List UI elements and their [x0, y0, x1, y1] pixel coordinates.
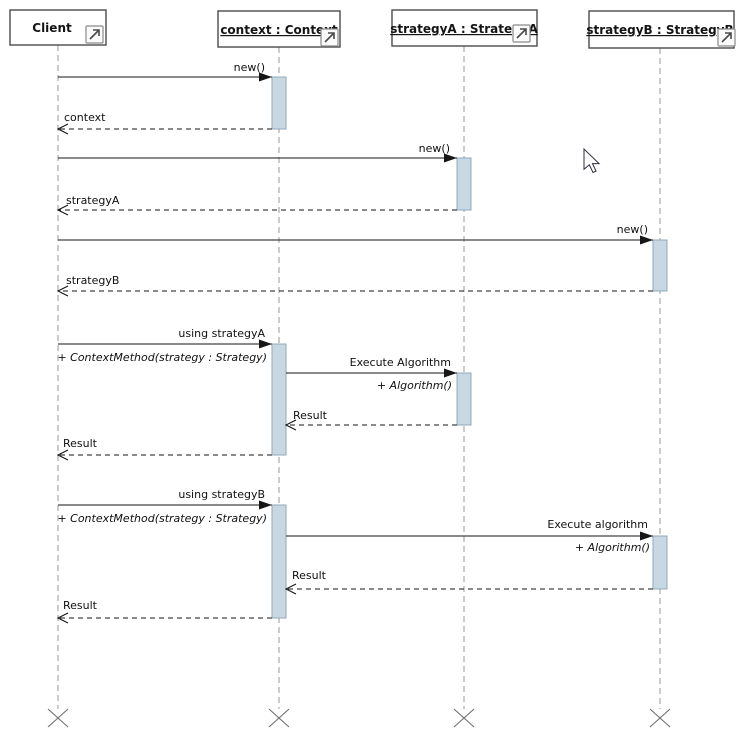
- return-strategyA: strategyA: [56, 194, 457, 216]
- message-using-strategyB: using strategyB + ContextMethod(strategy…: [57, 488, 272, 525]
- message-label: Execute Algorithm: [350, 356, 451, 369]
- activation-bars: [271, 76, 668, 619]
- x-destroy-marker: [268, 708, 290, 728]
- activation-bar-context-2[interactable]: [271, 343, 287, 456]
- message-label: using strategyB: [178, 488, 265, 501]
- message-label: Result: [293, 409, 328, 422]
- lifeline-head-client: Client: [9, 9, 107, 46]
- message-operation-label: + Algorithm(): [377, 379, 452, 392]
- message-label: context: [64, 111, 106, 124]
- message-operation-label: + ContextMethod(strategy : Strategy): [57, 351, 267, 364]
- activation-bar-strategyA-2[interactable]: [456, 372, 472, 426]
- message-label: new(): [419, 142, 450, 155]
- lifeline-label: Client: [32, 21, 72, 35]
- message-label: Result: [63, 437, 98, 450]
- message-label: Result: [292, 569, 327, 582]
- mouse-cursor: [583, 147, 601, 174]
- lifelines: [57, 45, 661, 709]
- message-using-strategyA: using strategyA + ContextMethod(strategy…: [57, 327, 272, 364]
- message-operation-label: + Algorithm(): [575, 541, 650, 554]
- return-result-context-1: Result: [56, 437, 272, 461]
- north-east-arrow-icon[interactable]: [717, 28, 736, 47]
- message-operation-label: + ContextMethod(strategy : Strategy): [57, 512, 267, 525]
- message-label: strategyA: [66, 194, 120, 207]
- message-new-context: new(): [58, 61, 272, 82]
- x-destroy-marker: [649, 708, 671, 728]
- activation-bar-strategyA-1[interactable]: [456, 157, 472, 211]
- activation-bar-strategyB-2[interactable]: [652, 535, 668, 590]
- message-label: Result: [63, 599, 98, 612]
- lifeline-box[interactable]: [217, 10, 341, 48]
- activation-bar-context-3[interactable]: [271, 504, 287, 619]
- lifeline-head-context: context : Context: [217, 10, 341, 48]
- message-new-strategyB: new(): [58, 223, 653, 245]
- lifeline-head-strategyB: strategyB : StrategyB: [586, 10, 736, 49]
- return-result-strategyA: Result: [284, 409, 457, 431]
- north-east-arrow-icon[interactable]: [512, 24, 531, 43]
- message-label: strategyB: [66, 274, 119, 287]
- x-destroy-marker: [453, 708, 475, 728]
- x-destroy-marker: [47, 708, 69, 728]
- lifeline-label: strategyA : StrategyA: [390, 22, 538, 36]
- message-label: new(): [617, 223, 648, 236]
- north-east-arrow-icon[interactable]: [320, 28, 339, 47]
- lifeline-label: strategyB : StrategyB: [586, 23, 733, 37]
- message-label: new(): [234, 61, 265, 74]
- lifeline-head-strategyA: strategyA : StrategyA: [390, 9, 539, 47]
- lifeline-label: context : Context: [220, 23, 338, 37]
- message-label: using strategyA: [178, 327, 265, 340]
- return-context: context: [56, 111, 272, 135]
- return-result-strategyB: Result: [284, 569, 653, 595]
- message-execute-algorithm-B: Execute algorithm + Algorithm(): [286, 518, 653, 554]
- activation-bar-strategyB-1[interactable]: [652, 239, 668, 292]
- message-new-strategyA: new(): [58, 142, 457, 163]
- north-east-arrow-icon[interactable]: [85, 25, 104, 44]
- return-result-context-2: Result: [56, 599, 272, 624]
- activation-bar-context-1[interactable]: [271, 76, 287, 130]
- message-execute-algorithm-A: Execute Algorithm + Algorithm(): [286, 356, 457, 392]
- lifeline-box[interactable]: [588, 10, 735, 49]
- message-label: Execute algorithm: [547, 518, 648, 531]
- destroy-markers: [47, 708, 671, 728]
- return-strategyB: strategyB: [56, 274, 653, 297]
